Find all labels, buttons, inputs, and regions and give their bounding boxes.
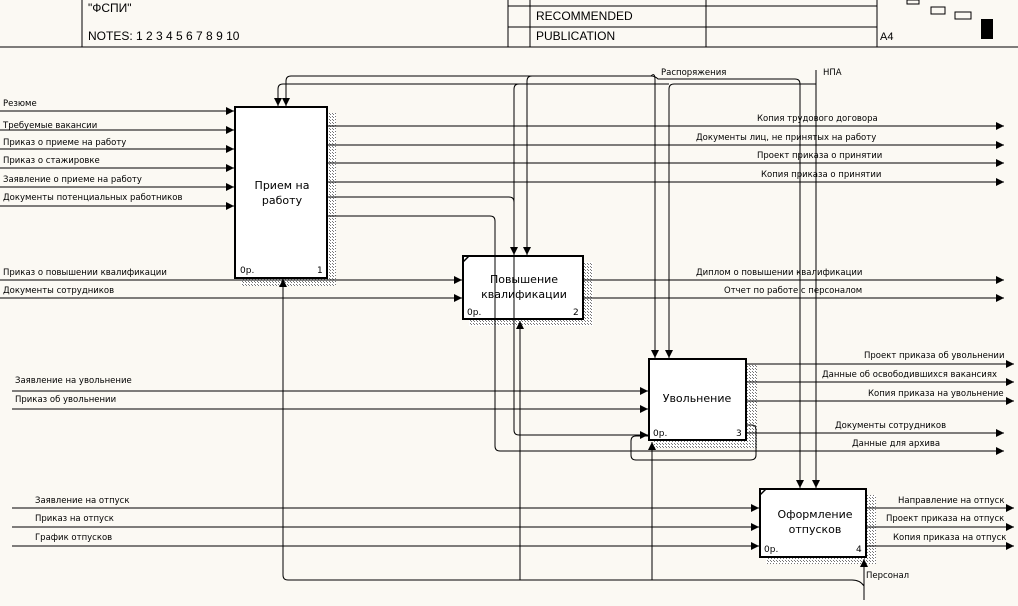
output-label: Данные об освободившихся вакансиях — [822, 370, 997, 380]
output-label: Направление на отпуск — [898, 496, 1004, 506]
inputs-box-1 — [0, 107, 234, 210]
output-label: Копия приказа на отпуск — [893, 533, 1006, 543]
header-grid — [0, 0, 1018, 48]
box-3-cost: 0р. — [653, 429, 667, 439]
box-4-title-line-1: Оформление — [778, 508, 853, 521]
box-1-number: 1 — [317, 266, 323, 276]
output-label: Копия приказа на увольнение — [868, 389, 1004, 399]
output-label: Проект приказа на отпуск — [886, 514, 1004, 524]
node-tree-mini-icon — [906, 0, 920, 5]
activity-box-1[interactable]: Прием на работу 0р. 1 — [234, 106, 328, 279]
recommended-label: RECOMMENDED — [536, 9, 633, 23]
input-label: График отпусков — [35, 533, 112, 543]
output-label: Отчет по работе с персоналом — [724, 286, 862, 296]
activity-box-3[interactable]: Увольнение 0р. 3 — [648, 358, 747, 441]
output-label: Проект приказа о принятии — [757, 151, 882, 161]
output-label: Проект приказа об увольнении — [864, 351, 1004, 361]
output-label: Копия приказа о принятии — [761, 170, 881, 180]
outputs-box-4 — [867, 504, 1014, 550]
activity-box-4[interactable]: Оформление отпусков 0р. 4 — [759, 488, 867, 558]
input-label: Приказ о приеме на работу — [3, 138, 126, 148]
control-arrows — [274, 70, 820, 488]
inputs-box-3 — [12, 387, 648, 413]
box-1-title-line-2: работу — [262, 194, 303, 207]
mechanism-arrows — [279, 279, 868, 600]
input-label: Документы сотрудников — [3, 286, 114, 296]
outputs-box-3 — [630, 360, 1014, 461]
input-label: Приказ о стажировке — [3, 156, 100, 166]
page-size-label: A4 — [880, 31, 894, 43]
input-label: Заявление на увольнение — [15, 376, 132, 386]
output-label: Документы лиц, не принятых на работу — [696, 133, 876, 143]
control-label-npa: НПА — [823, 68, 842, 78]
box-2-cost: 0р. — [467, 308, 481, 318]
input-label: Заявление на отпуск — [35, 496, 129, 506]
box-2-title-line-2: квалификации — [481, 288, 567, 301]
inputs-box-2 — [0, 276, 462, 302]
inputs-box-4 — [12, 504, 759, 550]
output-label: Документы сотрудников — [835, 421, 946, 431]
box-3-title: Увольнение — [663, 392, 732, 405]
output-label: Копия трудового договора — [757, 114, 878, 124]
outputs-box-2 — [584, 276, 1004, 302]
diagram-header-frame: "ФСПИ" NOTES: 1 2 3 4 5 6 7 8 9 10 RECOM… — [0, 0, 1018, 48]
box-3-number: 3 — [736, 429, 742, 439]
input-label: Приказ о повышении квалификации — [3, 268, 167, 278]
outputs-box-1 — [328, 122, 1004, 455]
box-2-title-line-1: Повышение — [490, 273, 558, 286]
input-label: Приказ на отпуск — [35, 514, 114, 524]
publication-label: PUBLICATION — [536, 29, 616, 43]
mechanism-label: Персонал — [866, 571, 909, 581]
input-label: Приказ об увольнении — [15, 395, 116, 405]
box-4-number: 4 — [856, 545, 862, 555]
box-4-title-line-2: отпусков — [789, 523, 842, 536]
input-label: Требуемые вакансии — [2, 121, 97, 131]
output-label: Диплом о повышении квалификации — [696, 268, 862, 278]
input-label: Документы потенциальных работников — [3, 193, 182, 203]
box-2-number: 2 — [573, 308, 579, 318]
input-label: Заявление о приеме на работу — [3, 175, 142, 185]
control-label-rasporyazheniya: Распоряжения — [661, 68, 726, 78]
input-label: Резюме — [3, 99, 37, 109]
box-1-title-line-1: Прием на — [255, 179, 310, 192]
activity-box-2[interactable]: Повышение квалификации 0р. 2 — [462, 255, 584, 320]
output-label: Данные для архива — [852, 439, 940, 449]
box-1-cost: 0р. — [240, 266, 254, 276]
notes-label: NOTES: 1 2 3 4 5 6 7 8 9 10 — [88, 29, 240, 43]
organization-label: "ФСПИ" — [88, 1, 132, 15]
box-4-cost: 0р. — [764, 545, 778, 555]
